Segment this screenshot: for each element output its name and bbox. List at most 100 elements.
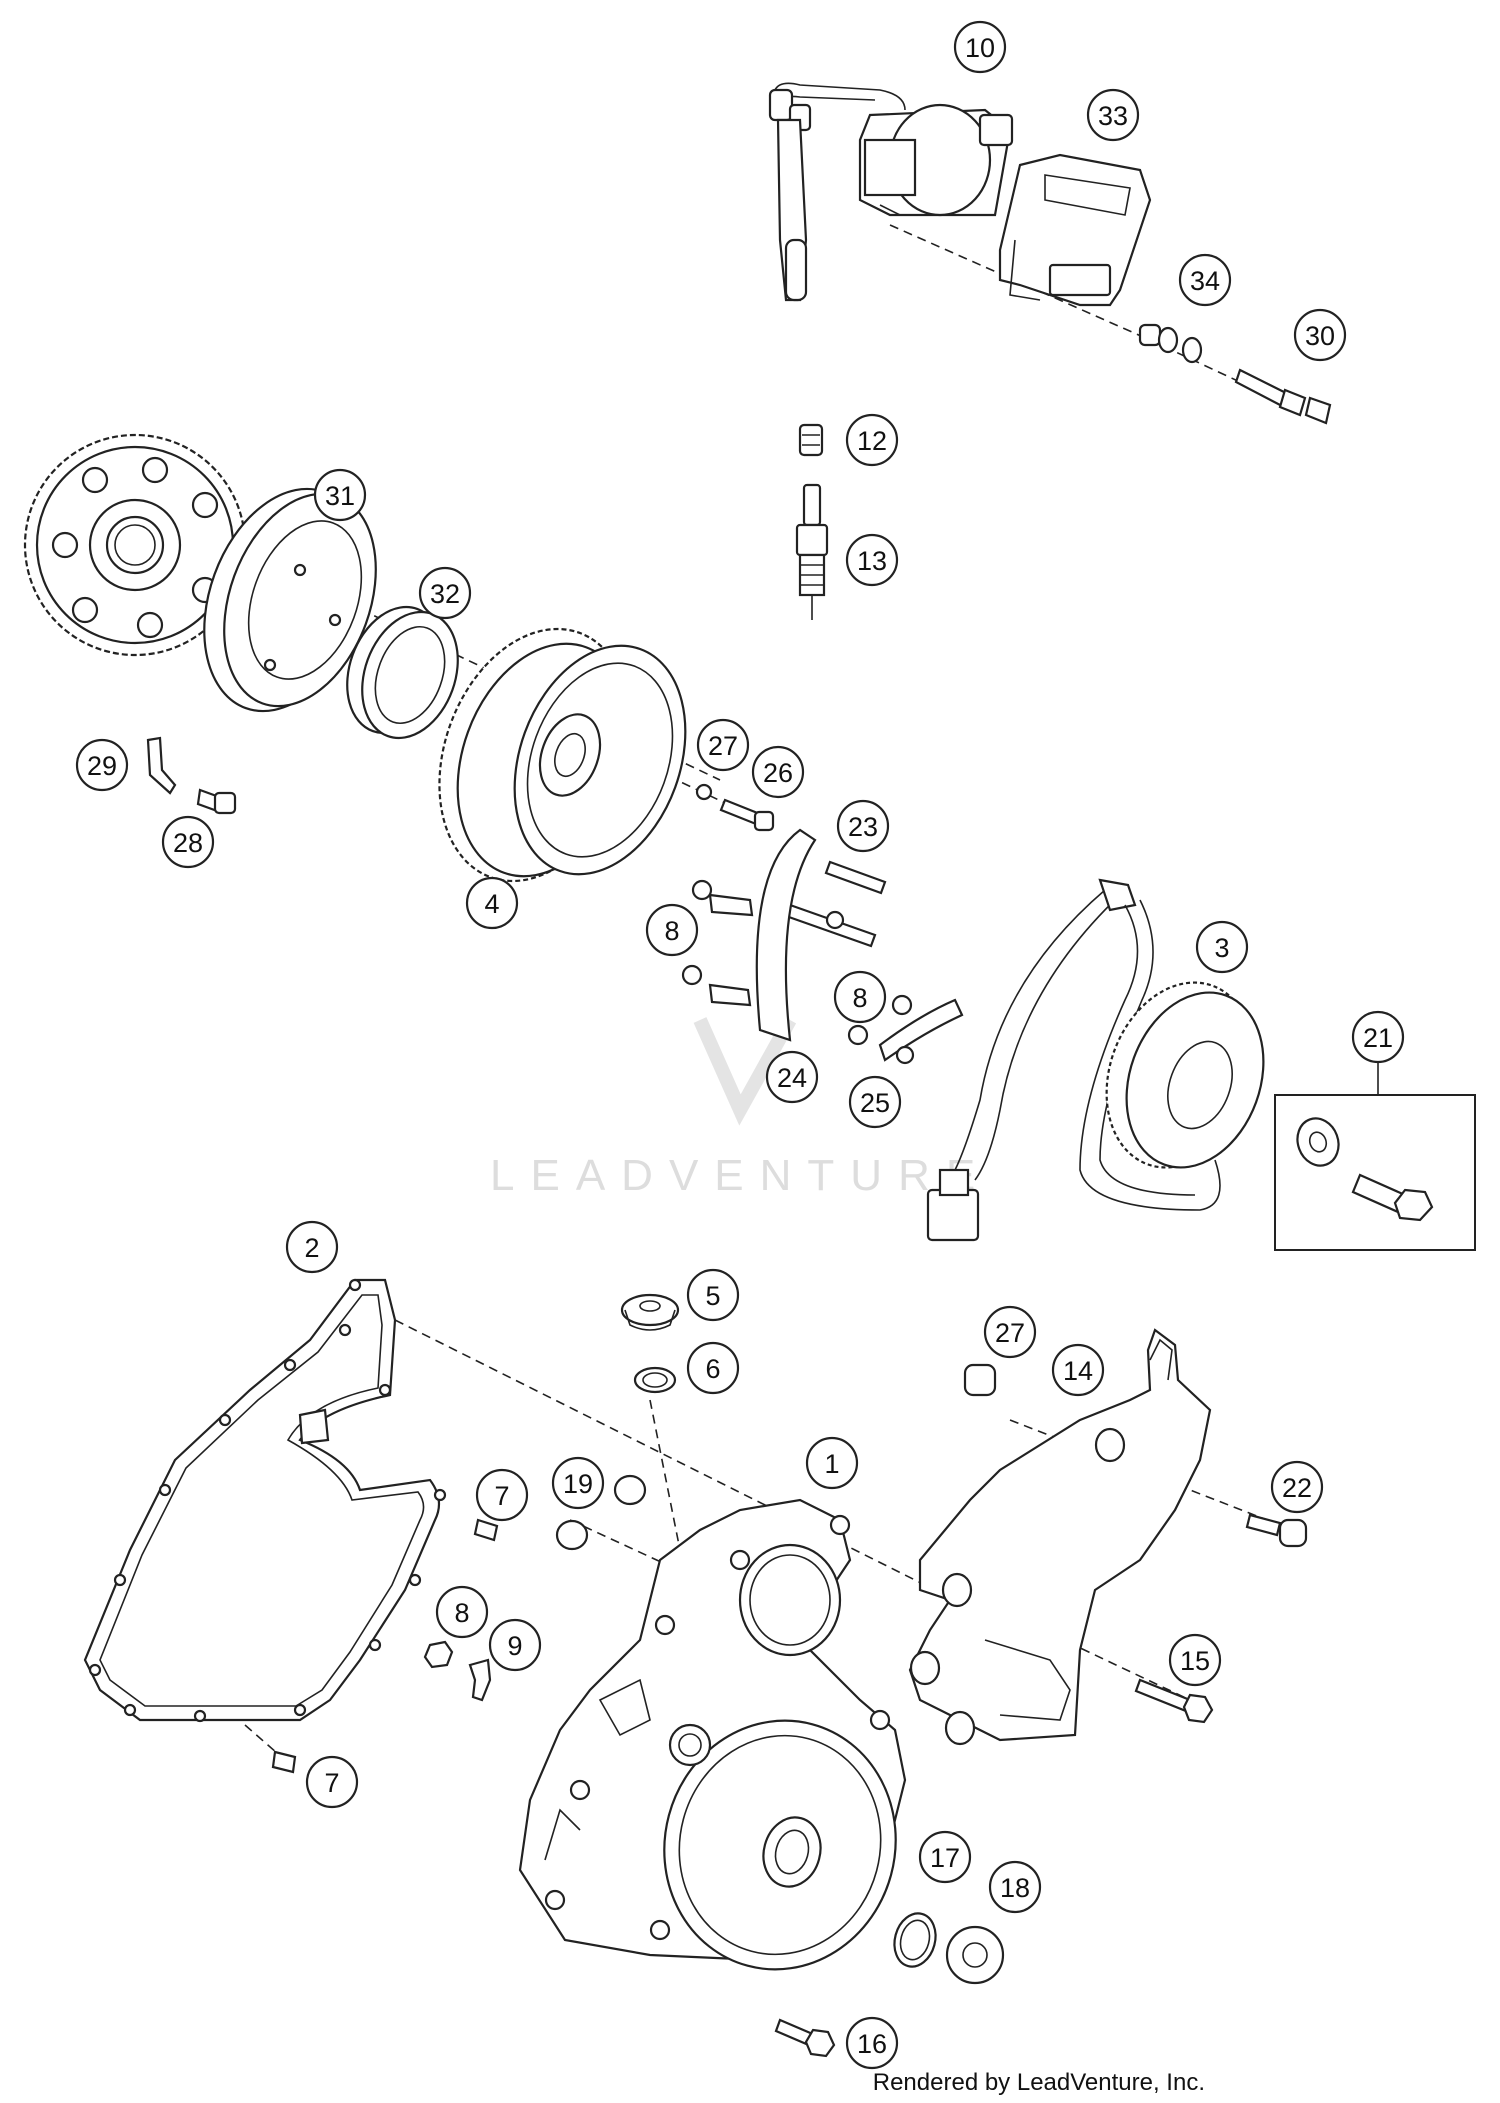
svg-text:27: 27 — [995, 1318, 1025, 1348]
svg-text:22: 22 — [1282, 1473, 1312, 1503]
svg-text:31: 31 — [325, 481, 355, 511]
callout-2: 2 — [285, 1220, 339, 1274]
ignition-coil — [768, 82, 1014, 302]
callout-30: 30 — [1293, 308, 1347, 362]
guide-screws — [784, 860, 887, 948]
svg-text:6: 6 — [705, 1354, 720, 1384]
callout-23: 23 — [836, 799, 890, 853]
callout-25: 25 — [848, 1075, 902, 1129]
svg-text:10: 10 — [965, 33, 995, 63]
callout-10: 10 — [953, 20, 1007, 74]
callout-19: 19 — [551, 1456, 605, 1510]
starter-gear — [23, 433, 247, 657]
svg-text:27: 27 — [708, 731, 738, 761]
svg-text:7: 7 — [324, 1768, 339, 1798]
callout-13: 13 — [845, 533, 899, 587]
callout-7b: 7 — [305, 1755, 359, 1809]
cover-gasket — [83, 1278, 447, 1723]
svg-text:8: 8 — [852, 983, 867, 1013]
rotor-fasteners — [695, 783, 775, 832]
svg-text:14: 14 — [1063, 1356, 1093, 1386]
svg-text:19: 19 — [563, 1469, 593, 1499]
spark-plug — [795, 483, 829, 620]
svg-text:8: 8 — [454, 1598, 469, 1628]
callout-17: 17 — [918, 1830, 972, 1884]
callout-8b: 8 — [833, 970, 887, 1024]
callout-24: 24 — [765, 1050, 819, 1104]
sensor-bracket — [146, 736, 237, 815]
svg-text:15: 15 — [1180, 1646, 1210, 1676]
screw-plug — [620, 1293, 680, 1331]
tensioner-rail — [847, 994, 964, 1065]
chain-cover — [908, 1328, 1212, 1746]
svg-text:26: 26 — [763, 758, 793, 788]
callout-27b: 27 — [983, 1305, 1037, 1359]
svg-text:16: 16 — [857, 2029, 887, 2059]
o-ring — [633, 1366, 677, 1394]
cover-seals — [774, 1912, 1005, 2058]
callout-33: 33 — [1086, 88, 1140, 142]
callout-21: 21 — [1351, 1010, 1405, 1064]
svg-text:17: 17 — [930, 1843, 960, 1873]
coil-bracket — [998, 153, 1152, 307]
callout-26: 26 — [751, 745, 805, 799]
generator-cover — [518, 1498, 907, 1971]
callout-22: 22 — [1270, 1460, 1324, 1514]
svg-text:23: 23 — [848, 812, 878, 842]
spark-plug-connector — [798, 423, 824, 457]
callout-29: 29 — [75, 738, 129, 792]
svg-text:13: 13 — [857, 546, 887, 576]
svg-text:29: 29 — [87, 751, 117, 781]
callout-12: 12 — [845, 413, 899, 467]
callout-15: 15 — [1168, 1633, 1222, 1687]
watermark: LEADVENTURE — [490, 1016, 991, 1200]
rotor — [438, 627, 687, 883]
callout-32: 32 — [418, 566, 472, 620]
svg-text:4: 4 — [484, 889, 499, 919]
svg-text:24: 24 — [777, 1063, 807, 1093]
svg-text:7: 7 — [494, 1481, 509, 1511]
svg-text:32: 32 — [430, 579, 460, 609]
callout-labels: 10 33 34 30 12 13 31 32 29 28 27 26 4 23… — [75, 20, 1405, 2070]
callout-27a: 27 — [696, 718, 750, 772]
svg-text:9: 9 — [507, 1631, 522, 1661]
callout-34: 34 — [1178, 253, 1232, 307]
svg-text:33: 33 — [1098, 101, 1128, 131]
svg-text:12: 12 — [857, 426, 887, 456]
dowels — [271, 1474, 647, 1774]
callout-6: 6 — [686, 1341, 740, 1395]
svg-text:28: 28 — [173, 828, 203, 858]
callout-1: 1 — [805, 1436, 859, 1490]
cable-clip — [423, 1640, 492, 1702]
callout-7a: 7 — [475, 1468, 529, 1522]
svg-text:18: 18 — [1000, 1873, 1030, 1903]
svg-text:3: 3 — [1214, 933, 1229, 963]
callout-9: 9 — [488, 1618, 542, 1672]
callout-3: 3 — [1195, 920, 1249, 974]
freewheel — [203, 487, 377, 713]
svg-text:5: 5 — [705, 1281, 720, 1311]
svg-text:21: 21 — [1363, 1023, 1393, 1053]
callout-8c: 8 — [435, 1585, 489, 1639]
cover-screws — [963, 1363, 1308, 1724]
svg-text:8: 8 — [664, 916, 679, 946]
svg-text:30: 30 — [1305, 321, 1335, 351]
svg-text:1: 1 — [824, 1449, 839, 1479]
svg-text:25: 25 — [860, 1088, 890, 1118]
callout-8a: 8 — [645, 903, 699, 957]
chain-guide — [681, 828, 817, 1042]
watermark-text: LEADVENTURE — [490, 1151, 991, 1200]
callout-4: 4 — [465, 876, 519, 930]
kit-box-21 — [1274, 1060, 1476, 1251]
footer-credit: Rendered by LeadVenture, Inc. — [873, 2069, 1205, 2096]
svg-text:34: 34 — [1190, 266, 1220, 296]
callout-5: 5 — [686, 1268, 740, 1322]
needle-bearing — [346, 605, 459, 740]
callout-28: 28 — [161, 815, 215, 869]
callout-18: 18 — [988, 1860, 1042, 1914]
callout-31: 31 — [313, 468, 367, 522]
stator — [926, 878, 1265, 1242]
svg-text:2: 2 — [304, 1233, 319, 1263]
callout-14: 14 — [1051, 1343, 1105, 1397]
